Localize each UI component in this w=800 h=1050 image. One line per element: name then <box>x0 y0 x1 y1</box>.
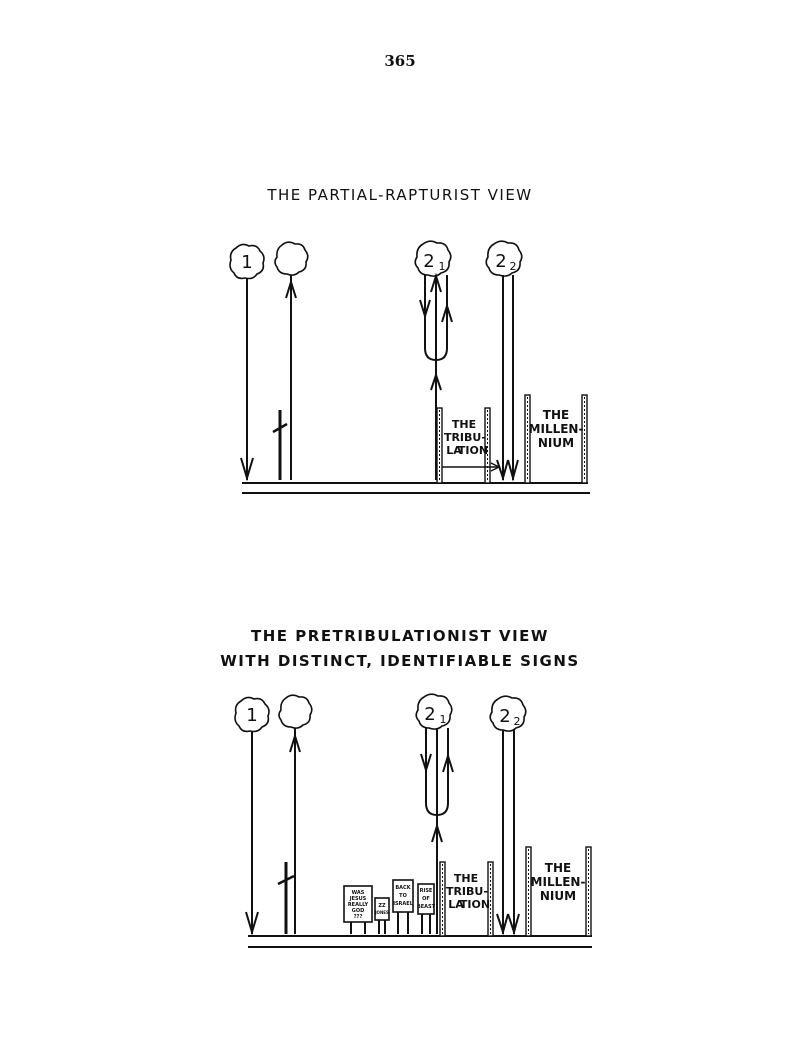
diagram1-center-arrow-up-1 <box>430 272 442 293</box>
svg-text:1: 1 <box>439 260 446 273</box>
diagram1-descent-arrow <box>240 457 254 482</box>
diagram2-first-coming-marker: 1 <box>234 696 270 733</box>
diagram2-ascension-arrow <box>289 732 301 753</box>
diagram1-center-arrow-up-2 <box>430 371 442 391</box>
diagram2-sign-1: WAS JESUS REALLY GOD ??? <box>343 885 373 934</box>
diagram2-center-arrow-up <box>431 822 443 843</box>
diagram2-tribulation-label-3: BU- <box>466 885 488 898</box>
diagram1-ascension-cloud <box>274 241 309 276</box>
diagram1-return-arrows <box>496 459 519 482</box>
diagram1-second-coming-part1-marker: 2 1 <box>414 240 452 277</box>
diagram2: 1 2 1 2 2 <box>234 693 592 948</box>
svg-text:ZZ: ZZ <box>378 903 386 909</box>
diagram2-ascension-cloud <box>278 694 313 729</box>
diagram1-millennium-label-3: NIUM <box>538 436 574 450</box>
svg-text:2: 2 <box>510 260 517 273</box>
diagram2-cross <box>277 862 295 934</box>
diagram1-title: THE PARTIAL-RAPTURIST VIEW <box>267 186 533 204</box>
diagram2-loop-arrow-down <box>420 753 432 774</box>
diagram2-millennium-label-3: NIUM <box>540 889 576 903</box>
diagram1-tribulation-label-2: TRI <box>444 431 464 444</box>
diagram1-tribulation-period: THE TRI BU- LA TION <box>436 407 501 484</box>
diagram1-ascension-arrow <box>285 278 297 299</box>
svg-text:WAS: WAS <box>352 890 365 896</box>
svg-text:TO: TO <box>399 893 407 899</box>
diagram1-loop-arrow-up <box>441 302 453 323</box>
diagram2-tribulation-label-5: TION <box>460 898 490 911</box>
diagram2-title-line1: THE PRETRIBULATIONIST VIEW <box>251 627 549 645</box>
diagram2-tribulation-period: THE TRI BU- LA TION <box>439 861 494 937</box>
svg-text:BACK: BACK <box>395 885 411 891</box>
svg-text:1: 1 <box>440 713 447 726</box>
svg-text:JESUS: JESUS <box>349 896 367 902</box>
diagram2-sign-2: ZZ JONES <box>374 897 390 934</box>
svg-text:2: 2 <box>514 715 521 728</box>
diagram1-millennium-label-2: MILLEN- <box>529 422 584 436</box>
diagram2-millennium-label-1: THE <box>545 861 571 875</box>
svg-text:2: 2 <box>499 706 510 727</box>
svg-text:2: 2 <box>424 704 435 725</box>
svg-text:???: ??? <box>354 914 363 920</box>
diagram2-sign-4: RISE OF BEAST <box>417 883 436 934</box>
diagram2-second-coming-part1-marker: 2 1 <box>415 693 453 730</box>
svg-text:2: 2 <box>423 251 434 272</box>
svg-text:BEAST: BEAST <box>417 904 436 910</box>
diagram1-tribulation-label-4: LA <box>446 444 462 457</box>
svg-text:OF: OF <box>422 896 430 902</box>
diagram1-second-coming-part2-marker: 2 2 <box>485 240 523 277</box>
svg-text:ISRAEL: ISRAEL <box>393 901 414 907</box>
diagram2-descent-arrow <box>245 911 259 936</box>
diagram2-loop-arrow-up <box>442 752 454 773</box>
diagram2-return-arrows <box>496 913 520 936</box>
diagram1-tribulation-label-3: BU- <box>464 431 486 444</box>
svg-text:1: 1 <box>246 705 257 726</box>
diagram1-tribulation-label-1: THE <box>452 418 476 431</box>
svg-text:GOD: GOD <box>352 908 365 914</box>
diagram2-tribulation-label-2: TRI <box>446 885 466 898</box>
diagram2-sign-3: BACK TO ISRAEL <box>392 879 414 934</box>
svg-text:REALLY: REALLY <box>348 902 369 908</box>
diagram2-tribulation-label-4: LA <box>448 898 464 911</box>
diagram2-millennium-period: THE MILLEN- NIUM <box>525 846 592 937</box>
diagram2-tribulation-label-1: THE <box>454 872 478 885</box>
svg-text:RISE: RISE <box>420 888 433 894</box>
svg-text:2: 2 <box>495 251 506 272</box>
svg-text:JONES: JONES <box>374 910 389 915</box>
diagram2-second-coming-part2-marker: 2 2 <box>489 695 527 732</box>
diagram1: 1 2 1 2 2 <box>229 240 590 494</box>
page-number: 365 <box>384 52 416 70</box>
diagram1-loop-arrow-down <box>419 299 431 320</box>
diagram1-millennium-label-1: THE <box>543 408 569 422</box>
svg-text:1: 1 <box>241 252 252 273</box>
diagram1-tribulation-label-5: TION <box>458 444 488 457</box>
diagram1-first-coming-marker: 1 <box>229 243 265 280</box>
diagram1-cross <box>272 410 288 480</box>
diagram2-title-line2: WITH DISTINCT, IDENTIFIABLE SIGNS <box>220 652 580 670</box>
diagram1-millennium-period: THE MILLEN- NIUM <box>524 394 588 484</box>
diagram2-millennium-label-2: MILLEN- <box>531 875 586 889</box>
